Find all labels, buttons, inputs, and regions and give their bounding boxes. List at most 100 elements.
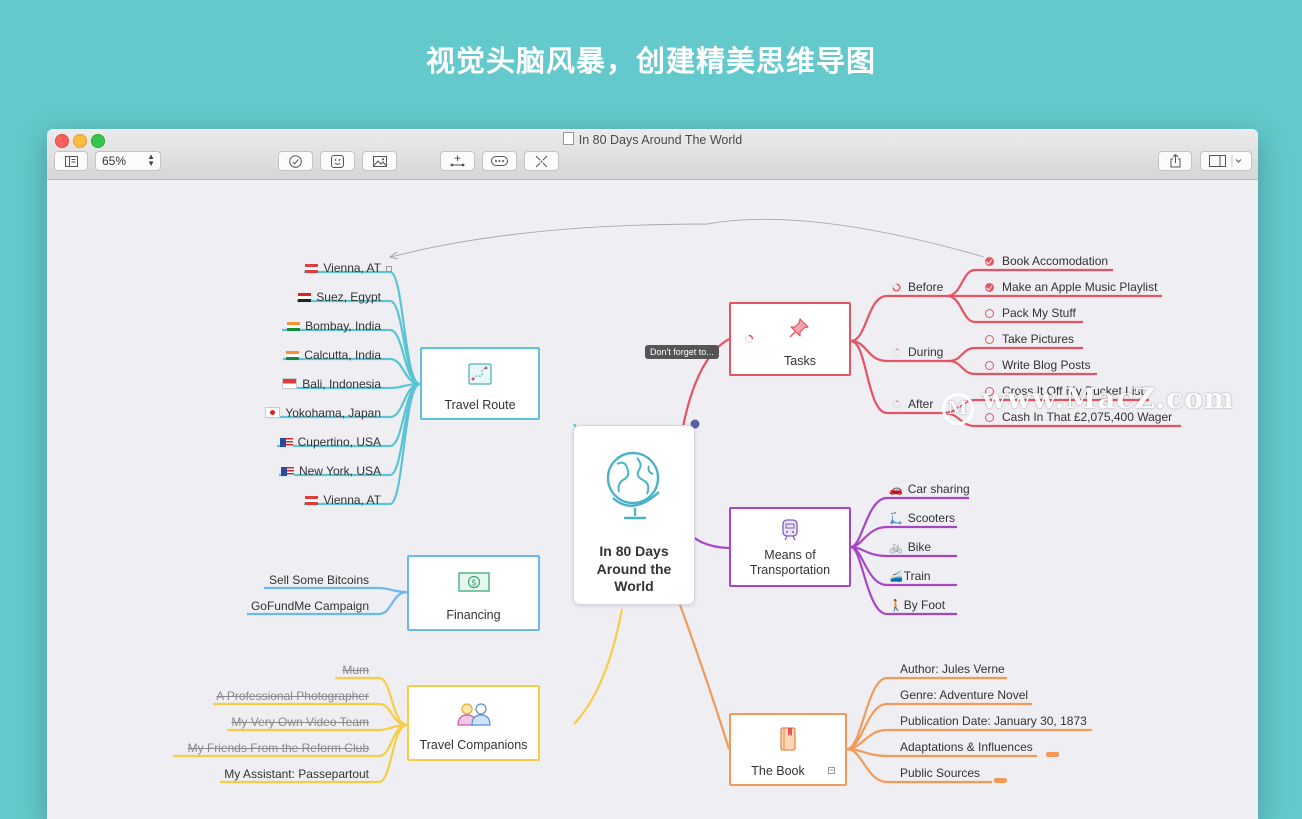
- companion-item[interactable]: My Assistant: Passepartout: [224, 767, 369, 781]
- central-topic[interactable]: In 80 Days Around the World: [573, 425, 695, 605]
- flag-usa-icon: [279, 438, 293, 447]
- share-button[interactable]: [1158, 151, 1192, 171]
- zoom-select[interactable]: 65% ▲▼: [95, 151, 161, 171]
- financing-item[interactable]: Sell Some Bitcoins: [268, 573, 369, 587]
- companion-item[interactable]: My Friends From the Reform Club: [187, 741, 369, 755]
- topic-title: Travel Companions: [419, 738, 528, 752]
- progress-icon: [892, 283, 901, 292]
- topic-travel-companions[interactable]: Travel Companions: [407, 685, 540, 761]
- globe-icon: [606, 451, 660, 520]
- route-item-label: Yokohama, Japan: [285, 406, 381, 420]
- close-window-button[interactable]: [55, 134, 69, 148]
- checkbox-icon[interactable]: [985, 361, 994, 370]
- checkmark-circle-icon: [289, 154, 302, 168]
- task-phase-after[interactable]: After: [892, 397, 933, 411]
- minimize-window-button[interactable]: [73, 134, 87, 148]
- flag-austria-icon: [305, 496, 319, 505]
- task-item[interactable]: Make an Apple Music Playlist: [985, 280, 1157, 294]
- money-icon: $: [457, 572, 490, 592]
- note-icon[interactable]: [828, 767, 835, 774]
- companion-item[interactable]: A Professional Photographer: [216, 689, 369, 703]
- car-icon: 🚗: [889, 484, 903, 496]
- transport-item[interactable]: 🚗Car sharing: [889, 482, 970, 497]
- phase-label: During: [908, 345, 944, 359]
- transport-item[interactable]: 🚲Bike: [889, 540, 931, 555]
- topic-means-of-transportation[interactable]: Means of Transportation: [729, 507, 851, 587]
- route-item[interactable]: Yokohama, Japan: [265, 406, 381, 420]
- book-item[interactable]: Author: Jules Verne: [900, 662, 1005, 676]
- route-item[interactable]: New York, USA: [280, 464, 381, 478]
- route-item[interactable]: Vienna, AT: [305, 493, 381, 507]
- checkbox-checked-icon[interactable]: [985, 257, 994, 266]
- task-item[interactable]: Take Pictures: [985, 332, 1074, 346]
- checkbox-icon[interactable]: [985, 335, 994, 344]
- checkbox-icon[interactable]: [985, 413, 994, 422]
- task-item[interactable]: Pack My Stuff: [985, 306, 1076, 320]
- window-title-text: In 80 Days Around The World: [578, 133, 743, 147]
- companion-item[interactable]: My Very Own Video Team: [231, 715, 369, 729]
- flag-egypt-icon: [298, 293, 312, 302]
- more-button[interactable]: [482, 151, 517, 171]
- sidebar-toggle-button[interactable]: [54, 151, 88, 171]
- task-phase-before[interactable]: Before: [892, 280, 943, 294]
- route-item[interactable]: Bali, Indonesia: [282, 377, 381, 391]
- checkbox-icon[interactable]: [985, 309, 994, 318]
- companion-item[interactable]: Mum: [342, 663, 369, 677]
- topic-the-book[interactable]: The Book: [729, 713, 847, 786]
- topic-travel-route[interactable]: Travel Route: [420, 347, 540, 420]
- book-item[interactable]: Public Sources: [900, 766, 981, 780]
- book-item[interactable]: Genre: Adventure Novel: [900, 688, 1029, 702]
- arrow-head-icon: [388, 251, 399, 260]
- add-node-icon: [450, 155, 465, 167]
- sticker-icon: [331, 154, 344, 168]
- topic-title: Means of Transportation: [749, 548, 831, 577]
- focus-button[interactable]: [524, 151, 559, 171]
- callout-label[interactable]: Don't forget to...: [645, 345, 719, 359]
- book-item[interactable]: Adaptations & Influences: [900, 740, 1033, 754]
- zoom-window-button[interactable]: [91, 134, 105, 148]
- sidebar-icon: [64, 155, 78, 167]
- topic-title: Financing: [446, 608, 501, 622]
- transport-item[interactable]: 🚶By Foot: [889, 598, 945, 613]
- companions-branches: [173, 608, 624, 784]
- bicycle-icon: 🚲: [889, 542, 903, 554]
- image-button[interactable]: [362, 151, 397, 171]
- inspector-toggle-button[interactable]: [1200, 151, 1252, 171]
- collapsed-children-icon[interactable]: [1046, 752, 1059, 757]
- task-item[interactable]: Write Blog Posts: [985, 358, 1090, 372]
- promo-title: 视觉头脑风暴，创建精美思维导图: [425, 44, 876, 78]
- collapsed-children-icon[interactable]: [994, 778, 1007, 783]
- route-item[interactable]: Suez, Egypt: [298, 290, 381, 304]
- topic-financing[interactable]: $ Financing: [407, 555, 540, 631]
- stepper-arrows-icon: ▲▼: [147, 152, 155, 168]
- watermark-text: www.MacZ.com: [982, 382, 1235, 415]
- task-item[interactable]: Book Accomodation: [985, 254, 1108, 268]
- book-icon: [780, 727, 796, 751]
- transport-item[interactable]: 🛴Scooters: [889, 511, 955, 526]
- checkbox-checked-icon[interactable]: [985, 283, 994, 292]
- sticker-button[interactable]: [320, 151, 355, 171]
- task-item[interactable]: Cross It Off My Bucket List: [985, 384, 1144, 398]
- topic-tasks[interactable]: Tasks: [729, 302, 851, 376]
- task-phase-during[interactable]: During: [892, 345, 943, 359]
- route-item-label: Bombay, India: [305, 319, 381, 333]
- route-item[interactable]: Bombay, India: [287, 319, 381, 333]
- note-icon[interactable]: [386, 266, 392, 272]
- task-item[interactable]: Cash In That £2,075,400 Wager: [985, 410, 1172, 424]
- collapse-icon: [535, 155, 548, 167]
- add-node-button[interactable]: [440, 151, 475, 171]
- route-item[interactable]: Calcutta, India: [286, 348, 381, 362]
- transport-item[interactable]: 🚄Train: [889, 569, 931, 584]
- financing-item[interactable]: GoFundMe Campaign: [250, 599, 369, 613]
- task-button[interactable]: [278, 151, 313, 171]
- task-label: Make an Apple Music Playlist: [1002, 280, 1158, 294]
- route-item[interactable]: Cupertino, USA: [279, 435, 381, 449]
- route-item[interactable]: Vienna, AT: [305, 261, 381, 275]
- checkbox-icon[interactable]: [985, 387, 994, 396]
- train-icon: [782, 519, 798, 541]
- walking-icon: 🚶: [889, 600, 903, 612]
- book-item[interactable]: Publication Date: January 30, 1873: [900, 714, 1087, 728]
- phase-label: After: [908, 397, 934, 411]
- window-title: In 80 Days Around The World: [47, 132, 1258, 147]
- mindmap-canvas[interactable]: Don't forget to... In 80 Days Around the…: [47, 179, 1258, 819]
